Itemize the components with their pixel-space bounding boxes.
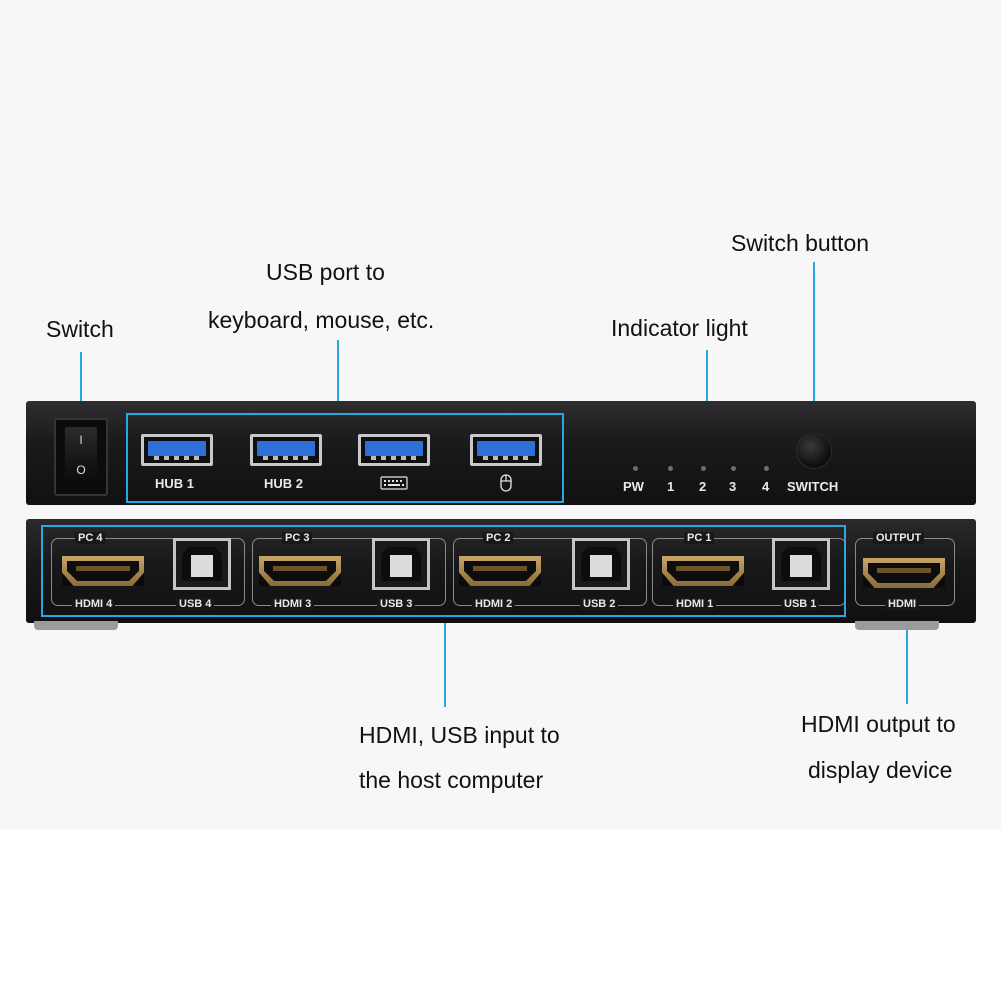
label-indicator-light: Indicator light	[611, 315, 748, 341]
label-switch: Switch	[46, 316, 114, 342]
indicator-led-2	[701, 466, 706, 471]
pc-2-port-group	[453, 538, 647, 606]
usb-2-label: USB 2	[580, 598, 619, 610]
keyboard-icon	[380, 476, 408, 490]
pc-2-label: PC 2	[483, 532, 514, 544]
hdmi-1-label: HDMI 1	[673, 598, 717, 610]
indicator-label-4: 4	[762, 479, 770, 494]
indicator-label-3: 3	[729, 479, 737, 494]
label-hdmi-usb-input-line2: the host computer	[359, 767, 544, 793]
pc-4-label: PC 4	[75, 532, 106, 544]
indicator-led-4	[764, 466, 769, 471]
rubber-foot-left	[34, 621, 118, 630]
usb-ports-highlight-frame	[126, 413, 564, 503]
hub-1-label: HUB 1	[155, 476, 195, 491]
label-usb-port-line1: USB port to	[266, 259, 385, 285]
callout-line-hdmi-output	[906, 612, 908, 704]
pc-4-port-group	[51, 538, 245, 606]
usb-3-port[interactable]	[372, 538, 430, 590]
usb-3-label: USB 3	[377, 598, 416, 610]
hdmi-output-port[interactable]	[863, 558, 945, 588]
usb-4-label: USB 4	[176, 598, 215, 610]
usb-1-label: USB 1	[781, 598, 820, 610]
callout-line-hdmi-usb-input	[444, 615, 446, 707]
hdmi-4-port[interactable]	[62, 556, 144, 586]
label-switch-button: Switch button	[731, 230, 870, 256]
switch-button[interactable]	[796, 433, 832, 469]
label-hdmi-output-line1: HDMI output to	[801, 711, 956, 737]
label-hdmi-usb-input-line1: HDMI, USB input to	[359, 722, 560, 748]
indicator-label-1: 1	[667, 479, 675, 494]
indicator-label-pw: PW	[623, 479, 644, 494]
hdmi-output-label: HDMI	[885, 598, 920, 610]
mouse-icon	[500, 474, 512, 492]
usb-2-port[interactable]	[572, 538, 630, 590]
label-hdmi-output-line2: display device	[808, 757, 953, 783]
hub-2-label: HUB 2	[264, 476, 304, 491]
usb-4-port[interactable]	[173, 538, 231, 590]
indicator-label-2: 2	[699, 479, 707, 494]
callout-line-switch-button	[813, 262, 815, 424]
power-rocker-switch[interactable]: I O	[54, 418, 108, 496]
power-off-symbol: O	[76, 463, 86, 477]
power-on-symbol: I	[79, 433, 83, 447]
indicator-led-pw	[633, 466, 638, 471]
pc-1-port-group	[652, 538, 846, 606]
indicator-led-1	[668, 466, 673, 471]
callout-line-usb-port	[337, 340, 339, 415]
usb-1-port[interactable]	[772, 538, 830, 590]
hdmi-2-port[interactable]	[459, 556, 541, 586]
hdmi-3-port[interactable]	[259, 556, 341, 586]
hdmi-1-port[interactable]	[662, 556, 744, 586]
label-usb-port-line2: keyboard, mouse, etc.	[208, 307, 435, 333]
rubber-foot-right	[855, 621, 939, 630]
usb-port-hub-2[interactable]	[250, 434, 322, 466]
usb-port-keyboard[interactable]	[358, 434, 430, 466]
pc-3-port-group	[252, 538, 446, 606]
pc-3-label: PC 3	[282, 532, 313, 544]
callout-line-switch	[80, 352, 82, 432]
usb-port-mouse[interactable]	[470, 434, 542, 466]
indicator-led-3	[731, 466, 736, 471]
pc-1-label: PC 1	[684, 532, 715, 544]
hdmi-4-label: HDMI 4	[72, 598, 116, 610]
switch-button-label: SWITCH	[787, 479, 839, 494]
output-label: OUTPUT	[873, 532, 925, 544]
hdmi-3-label: HDMI 3	[271, 598, 315, 610]
hdmi-2-label: HDMI 2	[472, 598, 516, 610]
callout-line-indicator	[706, 350, 708, 424]
usb-port-hub-1[interactable]	[141, 434, 213, 466]
